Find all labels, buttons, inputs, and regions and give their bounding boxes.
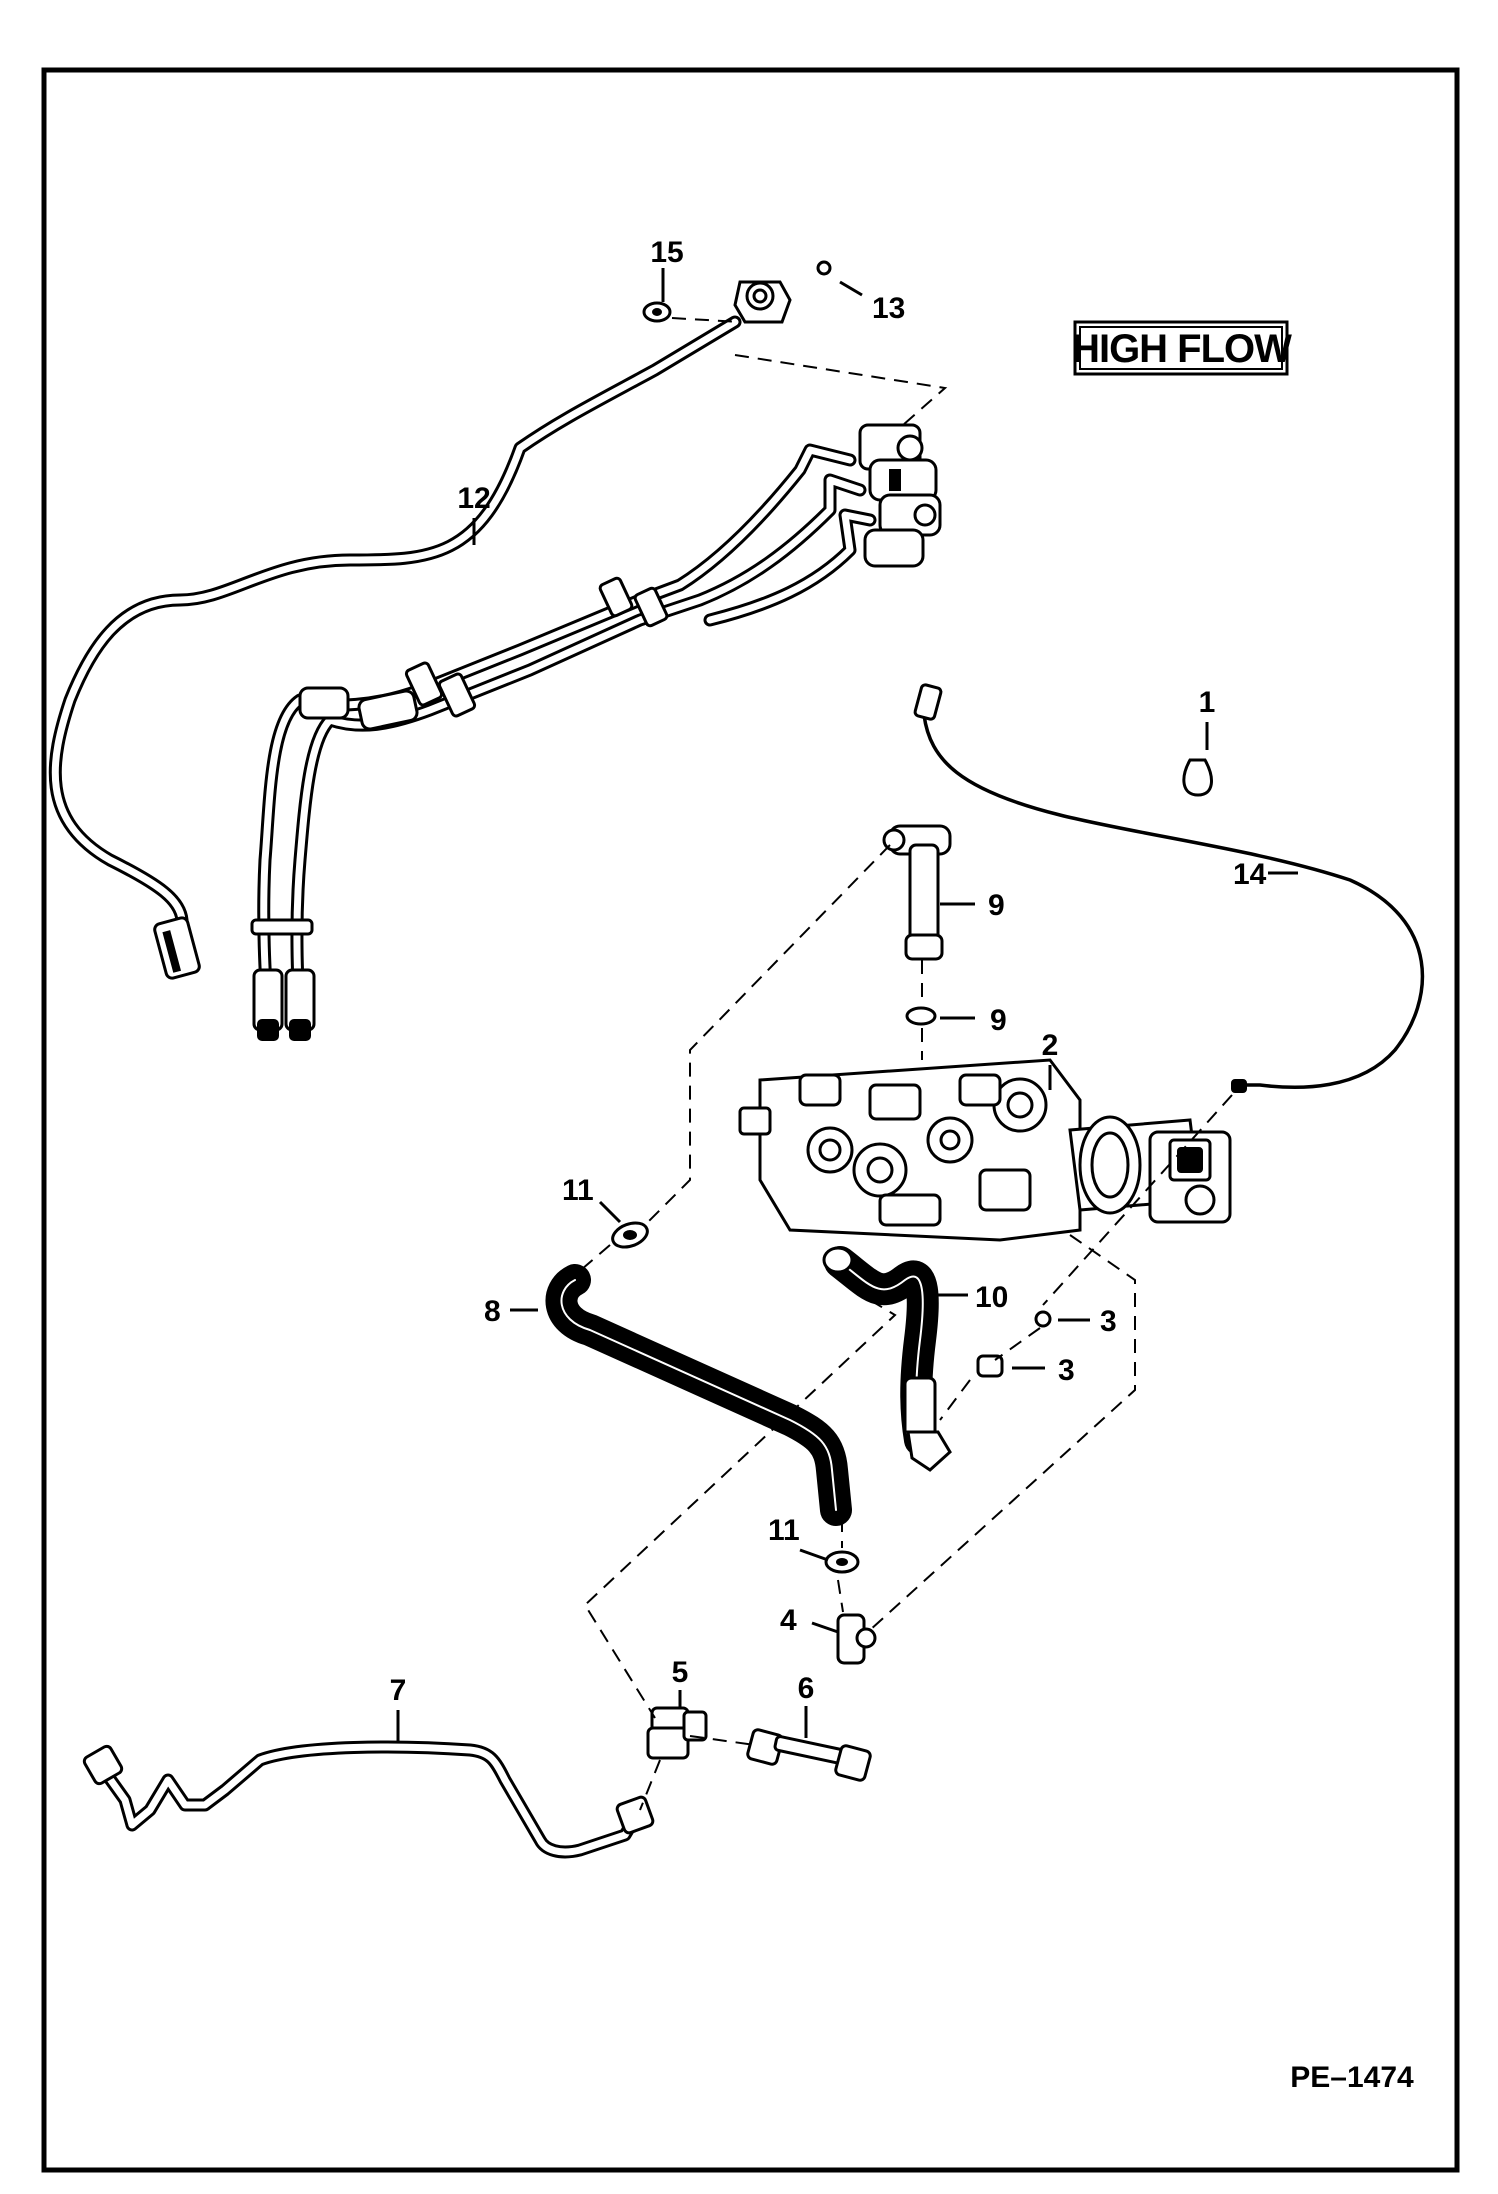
callout-11b: 11 [768,1514,800,1547]
callout-2: 2 [1042,1029,1059,1062]
callout-10: 10 [975,1281,1008,1314]
callout-6: 6 [798,1672,815,1705]
callout-4: 4 [780,1604,797,1637]
hose-8 [545,1221,860,1574]
item-12-harness [48,315,742,980]
svg-text:HIGH FLOW: HIGH FLOW [1071,327,1292,371]
callout-11a: 11 [562,1174,594,1207]
sensor-bracket-15-13 [642,260,948,433]
hose-bundle [250,443,877,1041]
callout-15: 15 [650,236,683,269]
diagram-frame [41,67,1460,2173]
callout-12: 12 [457,482,490,515]
callout-13: 13 [872,292,905,325]
assembly-lines [574,844,1233,1811]
tee-fitting-9 [882,824,952,1060]
figure-ref: PE–1474 [1290,2061,1414,2094]
callout-8: 8 [484,1295,501,1328]
high-flow-badge: HIGH FLOW [1071,320,1293,376]
callout-9b: 9 [990,1004,1007,1037]
callout-5: 5 [672,1656,689,1689]
leader-lines [396,268,1298,1742]
callout-9a: 9 [988,889,1005,922]
callout-3a: 3 [1100,1305,1117,1338]
callout-7: 7 [390,1674,407,1707]
callout-1: 1 [1199,686,1216,719]
tee-5-tube-6-7 [82,1706,872,1859]
diverter-valve [858,423,942,568]
fitting-4 [836,1613,877,1665]
callout-14: 14 [1233,858,1267,891]
hydrostatic-pump-2 [738,1058,1232,1242]
callout-3b: 3 [1058,1354,1075,1387]
item-14-sensor-wire [913,683,1425,1093]
hose-10 [822,1246,1052,1472]
